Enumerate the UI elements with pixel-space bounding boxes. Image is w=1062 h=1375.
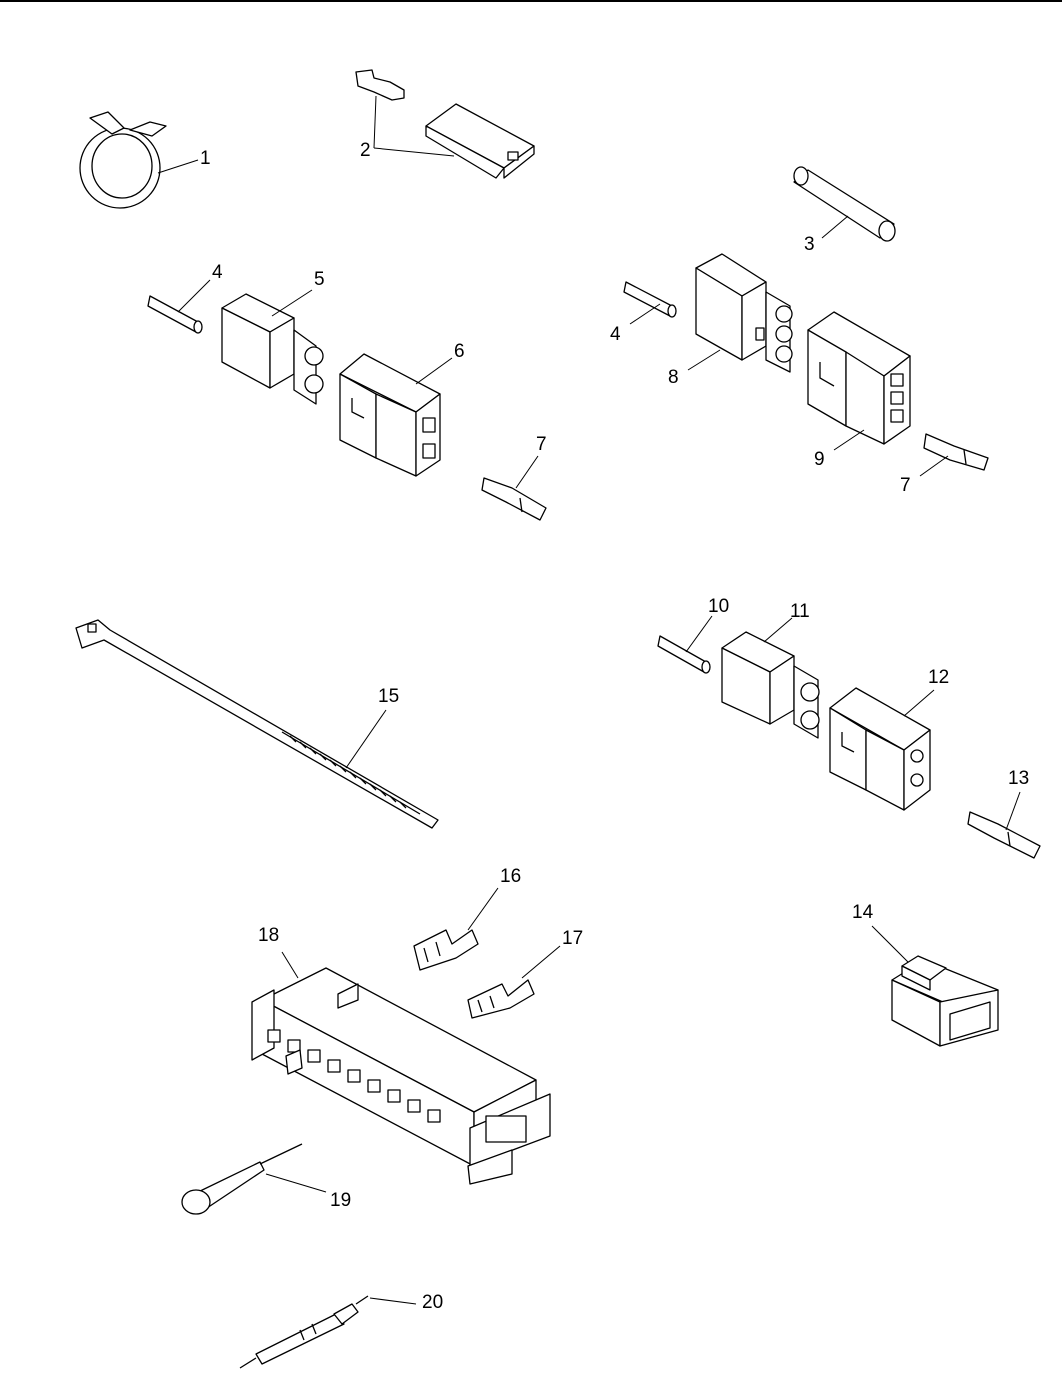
part-6-receptacle-housing [339, 353, 441, 477]
callout-20: 20 [369, 1292, 443, 1313]
callout-label: 9 [814, 449, 825, 470]
callout-label: 19 [330, 1190, 351, 1211]
callout-10: 10 [685, 596, 729, 653]
callout-label: 17 [562, 928, 583, 949]
callout-8: 8 [668, 349, 721, 388]
callout-label: 4 [610, 324, 621, 345]
callout-18: 18 [258, 925, 299, 979]
part-18-connector-block [251, 967, 551, 1185]
part-20-tool [239, 1295, 369, 1369]
callout-6: 6 [415, 341, 465, 385]
part-13-socket [967, 811, 1041, 859]
part-10-pin [657, 635, 711, 674]
callout-4-right: 4 [610, 303, 661, 345]
callout-label: 13 [1008, 768, 1029, 789]
callout-label: 14 [852, 902, 874, 923]
callout-15: 15 [345, 686, 399, 769]
part-1-clamp [79, 111, 167, 209]
callout-label: 5 [314, 269, 325, 290]
part-16-terminal [413, 929, 479, 971]
part-3-sleeve [793, 166, 896, 242]
callout-12: 12 [903, 667, 949, 717]
callout-16: 16 [467, 866, 521, 931]
callout-label: 12 [928, 667, 949, 688]
part-4-pin-left [147, 295, 203, 334]
part-5-plug-housing [221, 293, 324, 405]
callout-7-right: 7 [900, 455, 949, 496]
top-border-rule [0, 0, 1062, 2]
callout-2: 2 [360, 95, 455, 161]
callout-label: 3 [804, 234, 815, 255]
callout-label: 1 [200, 148, 211, 169]
callout-9: 9 [814, 429, 865, 470]
callout-13: 13 [1005, 768, 1029, 831]
part-7-socket-left [481, 477, 547, 521]
callout-4-left: 4 [177, 262, 223, 313]
callout-label: 11 [790, 601, 810, 622]
part-9-receptacle-housing [807, 311, 911, 445]
callout-7-left: 7 [515, 434, 547, 489]
part-7-socket-right [923, 433, 989, 471]
callout-label: 20 [422, 1292, 443, 1313]
part-4-pin-right [623, 281, 677, 318]
part-12-receptacle-housing [829, 687, 931, 811]
callout-17: 17 [521, 928, 583, 979]
callout-label: 10 [708, 596, 729, 617]
part-11-plug-housing [721, 631, 820, 739]
part-15-cable-tie [75, 619, 439, 829]
part-2-terminal-and-housing [355, 69, 535, 179]
part-17-terminal [467, 979, 535, 1019]
callout-14: 14 [852, 902, 909, 963]
part-19-tool [181, 1143, 303, 1215]
callout-11: 11 [763, 601, 810, 643]
callout-label: 7 [536, 434, 547, 455]
callout-1: 1 [157, 148, 211, 174]
callout-label: 16 [500, 866, 521, 887]
callout-label: 6 [454, 341, 465, 362]
callout-label: 2 [360, 140, 371, 161]
part-14-housing [891, 955, 999, 1047]
callout-label: 4 [212, 262, 223, 283]
callout-5: 5 [271, 269, 325, 317]
callout-19: 19 [265, 1173, 351, 1211]
callout-label: 8 [668, 367, 679, 388]
callout-label: 7 [900, 475, 911, 496]
part-8-plug-housing [695, 253, 793, 373]
callout-label: 18 [258, 925, 279, 946]
callout-3: 3 [804, 215, 849, 255]
callout-label: 15 [378, 686, 399, 707]
